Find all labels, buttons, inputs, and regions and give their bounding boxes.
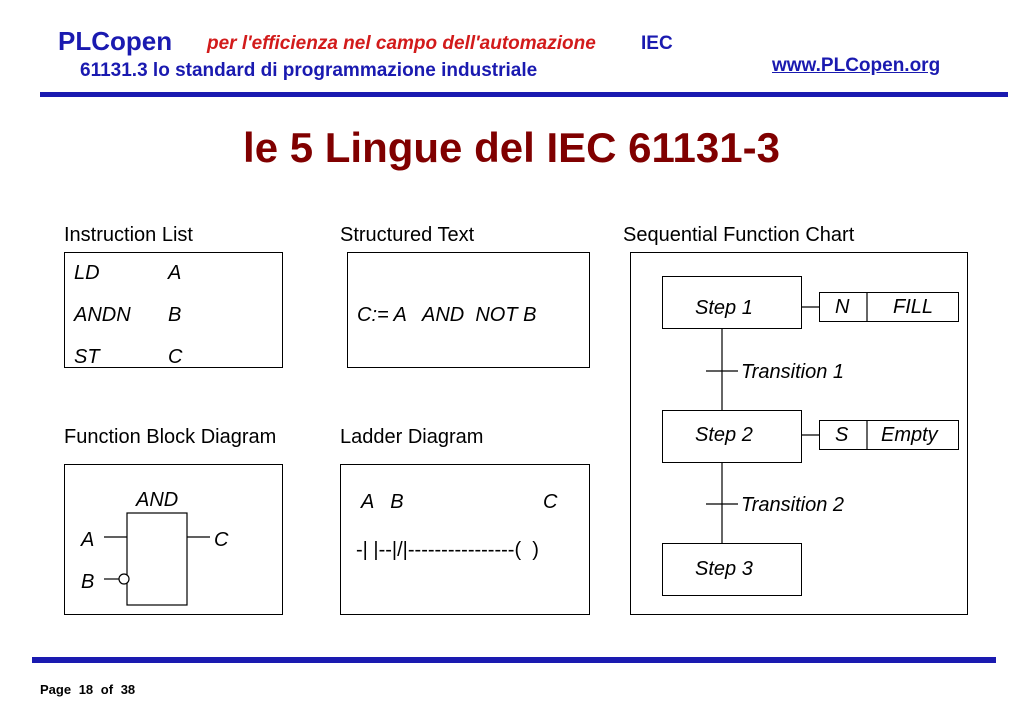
ladder-box bbox=[340, 464, 590, 615]
fbd-input-a: A bbox=[81, 529, 95, 551]
sfc-action-2-name: Empty bbox=[881, 424, 938, 446]
sfc-action-2-qualifier: S bbox=[835, 424, 849, 446]
sfc-step-2 bbox=[662, 410, 802, 463]
fbd-block-name: AND bbox=[136, 489, 179, 511]
ladder-label: Ladder Diagram bbox=[340, 426, 484, 448]
il-arg-1: A bbox=[168, 262, 182, 284]
page-indicator: Page 18 of 38 bbox=[40, 682, 139, 698]
footer-rule bbox=[32, 657, 996, 663]
brand-name: PLCopen bbox=[58, 26, 173, 56]
sfc-step-1 bbox=[662, 276, 802, 329]
slide-title: le 5 Lingue del IEC 61131-3 bbox=[243, 124, 780, 171]
il-arg-2: B bbox=[168, 304, 182, 326]
il-op-3: ST bbox=[74, 346, 100, 368]
sfc-action-2 bbox=[819, 420, 959, 450]
sfc-action-1-name: FILL bbox=[893, 296, 934, 318]
sfc-action-1-qualifier: N bbox=[835, 296, 850, 318]
fbd-output-c: C bbox=[214, 529, 229, 551]
sfc-step-3 bbox=[662, 543, 802, 596]
sfc-step-1-label: Step 1 bbox=[695, 297, 753, 319]
header-tagline: per l'efficienza nel campo dell'automazi… bbox=[207, 33, 596, 54]
page-word: Page bbox=[40, 682, 72, 697]
sfc-action-1 bbox=[819, 292, 959, 322]
instruction-list-box bbox=[64, 252, 283, 368]
ladder-rung: -| |--|/|----------------( ) bbox=[356, 539, 539, 561]
function-block-box bbox=[64, 464, 283, 615]
structured-text-box bbox=[347, 252, 590, 368]
il-op-2: ANDN bbox=[74, 304, 131, 326]
header-subtitle: 61131.3 lo standard di programmazione in… bbox=[80, 60, 538, 81]
function-block-label: Function Block Diagram bbox=[64, 426, 277, 448]
sfc-transition-2: Transition 2 bbox=[741, 494, 845, 516]
il-op-1: LD bbox=[74, 262, 100, 284]
header-rule bbox=[40, 92, 1008, 97]
page-number: 18 bbox=[78, 682, 94, 697]
instruction-list-label: Instruction List bbox=[64, 224, 193, 246]
structured-text-code: C:= A AND NOT B bbox=[357, 304, 537, 326]
page-of-word: of bbox=[100, 682, 114, 697]
header-iec: IEC bbox=[641, 33, 673, 54]
page-total: 38 bbox=[120, 682, 136, 697]
website-link[interactable]: www.PLCopen.org bbox=[772, 55, 941, 76]
sfc-step-2-label: Step 2 bbox=[695, 424, 753, 446]
sfc-label: Sequential Function Chart bbox=[623, 224, 855, 246]
ladder-coil-name: C bbox=[543, 491, 558, 513]
ladder-contacts: A B bbox=[361, 491, 404, 513]
sfc-transition-1: Transition 1 bbox=[741, 361, 845, 383]
fbd-input-b: B bbox=[81, 571, 95, 593]
sfc-step-3-label: Step 3 bbox=[695, 558, 753, 580]
structured-text-label: Structured Text bbox=[340, 224, 475, 246]
il-arg-3: C bbox=[168, 346, 183, 368]
